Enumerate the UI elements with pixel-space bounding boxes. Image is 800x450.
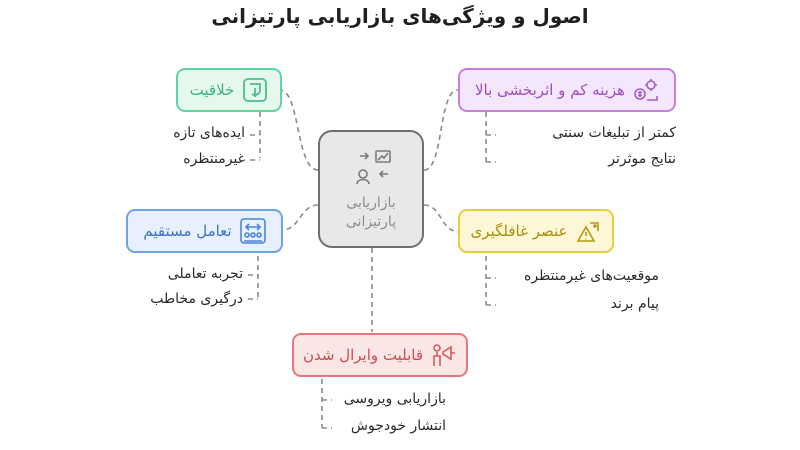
creativity-item-1: ایده‌های تازه: [173, 125, 245, 141]
viral-item-2: انتشار خودجوش: [350, 418, 446, 434]
connector-cost: [423, 89, 459, 171]
node-cost-label: هزینه کم و اثربخشی بالا: [474, 81, 626, 99]
surprise-item-2: پیام برند: [610, 296, 659, 312]
megaphone-icon: [431, 342, 457, 368]
node-creativity-label: خلاقیت: [189, 81, 235, 99]
cost-item-1: کمتر از تبلیغات سنتی: [552, 125, 676, 141]
surprise-item-1: موقعیت‌های غیرمنتظره: [524, 268, 659, 284]
node-viral-label: قابلیت وایرال شدن: [302, 346, 424, 364]
node-creativity: خلاقیت: [176, 68, 282, 112]
center-label-line2: پارتیزانی: [345, 214, 397, 230]
creativity-icon: [242, 77, 268, 103]
node-surprise-label: عنصر غافلگیری: [470, 222, 568, 240]
money-gear-icon: [633, 77, 659, 103]
creativity-item-2: غیرمنتظره: [183, 151, 245, 167]
interaction-item-2: درگیری مخاطب: [150, 291, 243, 307]
cost-item-2: نتایج موثرتر: [608, 151, 676, 167]
connector-surprise: [423, 204, 461, 233]
center-label: بازاریابی پارتیزانی: [320, 194, 422, 232]
connector-interaction: [281, 204, 319, 231]
node-interaction-label: تعامل مستقیم: [143, 222, 232, 240]
interaction-item-1: تجربه تعاملی: [167, 266, 243, 282]
connector-creativity: [279, 89, 319, 171]
warning-tag-icon: [575, 218, 601, 244]
strategy-icon: [356, 150, 391, 185]
node-interaction: تعامل مستقیم: [126, 209, 283, 253]
node-surprise: عنصر غافلگیری: [458, 209, 614, 253]
node-cost: هزینه کم و اثربخشی بالا: [458, 68, 676, 112]
center-node: بازاریابی پارتیزانی: [318, 130, 424, 248]
center-label-line1: بازاریابی: [346, 195, 396, 211]
node-viral: قابلیت وایرال شدن: [292, 333, 468, 377]
viral-item-1: بازاریابی ویروسی: [343, 391, 446, 407]
diagram-title: اصول و ویژگی‌های بازاریابی پارتیزانی: [211, 4, 589, 28]
interaction-icon: [239, 218, 266, 244]
